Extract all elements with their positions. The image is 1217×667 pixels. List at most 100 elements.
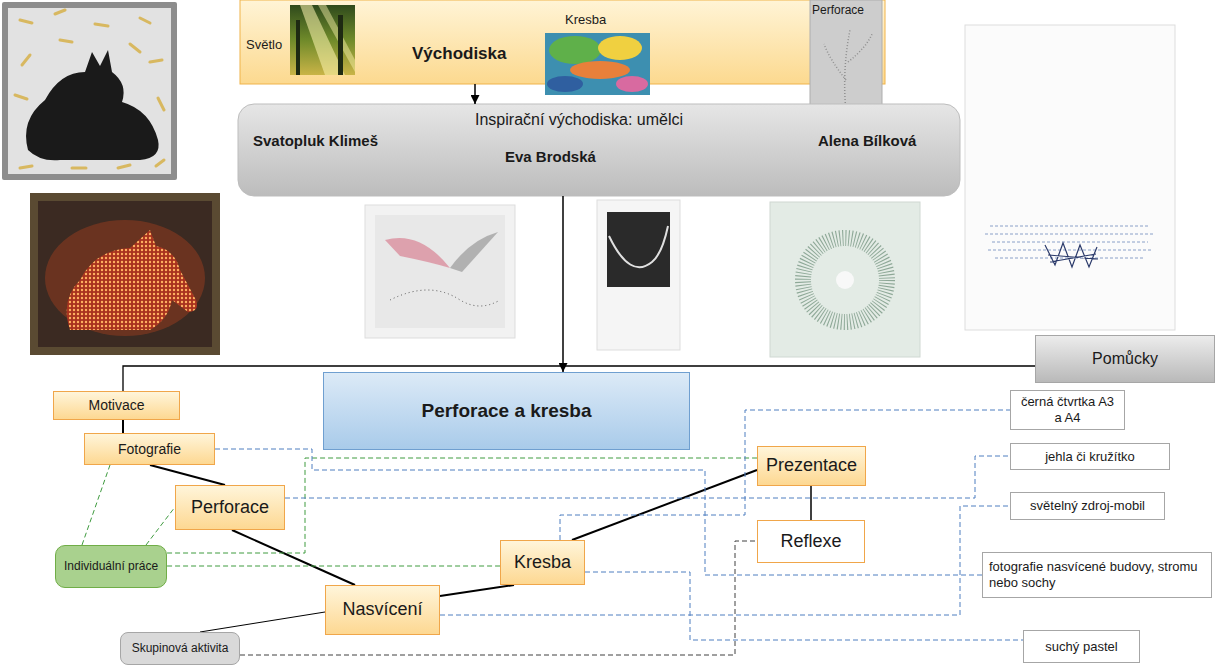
connector — [440, 585, 514, 596]
connector — [122, 420, 124, 433]
node-label: Reflexe — [780, 531, 841, 553]
connector — [585, 572, 1023, 640]
tool-item: suchý pastel — [1023, 630, 1140, 663]
gold-stick — [118, 165, 130, 168]
photo-ground — [290, 5, 355, 75]
process-box: Motivace — [53, 391, 180, 420]
picture-ground — [597, 200, 680, 350]
node-label: Kresba — [514, 552, 571, 574]
tools-header: Pomůcky — [1035, 335, 1215, 383]
gold-stick — [130, 44, 140, 52]
node-label: fotografie nasvícené budovy, stromu nebo… — [989, 559, 1205, 590]
photo-ground — [810, 0, 882, 118]
band-text: Inspirační východiska: umělci — [475, 110, 683, 129]
work-form-box: Individuální práce — [55, 545, 167, 588]
picture-frame — [2, 2, 177, 180]
node-label: černá čtvrtka A3 a A4 — [1019, 394, 1116, 425]
connector — [215, 449, 982, 575]
tool-item: světelný zdroj-mobil — [1010, 492, 1165, 520]
node-label: Skupinová aktivita — [132, 641, 229, 655]
color-patch — [549, 36, 601, 64]
color-patch — [570, 61, 630, 79]
picture-ground — [965, 25, 1175, 330]
connector — [146, 507, 175, 545]
connector-group — [82, 84, 1035, 655]
scribble-line — [990, 226, 1150, 227]
grey-wing — [450, 232, 498, 272]
connector — [167, 458, 757, 553]
connector — [285, 456, 1010, 498]
connector — [440, 506, 1010, 615]
artist-band: Inspirační východiska: umělciSvatopluk K… — [238, 104, 960, 196]
dotted-line — [390, 290, 500, 306]
node-label: Perforace a kresba — [421, 400, 591, 423]
process-box: Nasvícení — [325, 585, 440, 635]
tool-item: černá čtvrtka A3 a A4 — [1010, 390, 1125, 430]
band-text: Perforace — [812, 3, 864, 17]
connector — [200, 612, 325, 632]
pink-wing — [385, 238, 450, 268]
drawing-photo — [545, 33, 650, 95]
connector — [240, 541, 757, 655]
gold-stick — [156, 160, 164, 166]
node-label: jehla či kružítko — [1045, 449, 1135, 465]
klimes-artwork — [365, 205, 515, 338]
color-patch — [598, 36, 642, 60]
ring-centre — [836, 271, 854, 289]
fox-artwork — [30, 193, 220, 355]
photo-ground — [545, 33, 650, 95]
scribble-line — [992, 242, 1148, 243]
process-box: Prezentace — [757, 446, 866, 486]
band-text: Východiska — [412, 44, 507, 64]
process-box: Kresba — [500, 540, 585, 585]
tool-item: fotografie nasvícené budovy, stromu nebo… — [982, 552, 1212, 598]
node-label: Nasvícení — [342, 599, 422, 621]
band-ground — [238, 104, 960, 196]
node-label: Motivace — [88, 397, 144, 414]
glow — [45, 220, 205, 336]
scribble-cluster — [1045, 243, 1098, 267]
node-label: suchý pastel — [1045, 639, 1117, 655]
process-box: Fotografie — [84, 433, 215, 465]
color-patch — [547, 76, 583, 92]
topic-box: Perforace a kresba — [323, 372, 690, 450]
process-box: Perforace — [175, 485, 285, 530]
wave-line — [609, 226, 668, 267]
node-label: Individuální práce — [64, 559, 158, 573]
band-text: Svatopluk Klimeš — [253, 132, 378, 150]
picture-paper — [375, 215, 505, 328]
band-text: Alena Bílková — [818, 132, 916, 150]
node-label: Pomůcky — [1092, 349, 1158, 368]
scribble-line — [988, 250, 1152, 251]
color-patch — [616, 76, 648, 92]
node-label: světelný zdroj-mobil — [1030, 498, 1145, 514]
fox-silhouette — [67, 230, 197, 330]
gold-stick — [20, 20, 32, 23]
band-text: Kresba — [565, 12, 606, 28]
source-band: SvětloVýchodiskaKresbaPerforace — [240, 0, 885, 84]
process-box: Reflexe — [757, 520, 865, 563]
node-label: Prezentace — [766, 455, 857, 477]
brodska-artwork — [597, 200, 680, 350]
gold-stick — [15, 95, 27, 99]
wolf-artwork — [2, 2, 177, 180]
gold-stick — [95, 24, 108, 26]
work-form-box: Skupinová aktivita — [120, 632, 240, 665]
dark-print — [607, 212, 670, 287]
light-ray — [318, 5, 355, 72]
node-label: Perforace — [191, 497, 269, 519]
gold-sticks — [15, 10, 164, 168]
gold-stick — [60, 40, 72, 42]
connector — [232, 530, 355, 585]
connector — [82, 465, 110, 545]
light-photo — [290, 5, 355, 75]
perforation-photo — [810, 0, 882, 118]
gold-stick — [140, 18, 150, 23]
gold-stick — [20, 166, 32, 168]
light-ray — [300, 5, 345, 75]
gold-stick — [72, 167, 86, 170]
connector — [474, 84, 476, 104]
tree-trunk — [296, 20, 300, 75]
